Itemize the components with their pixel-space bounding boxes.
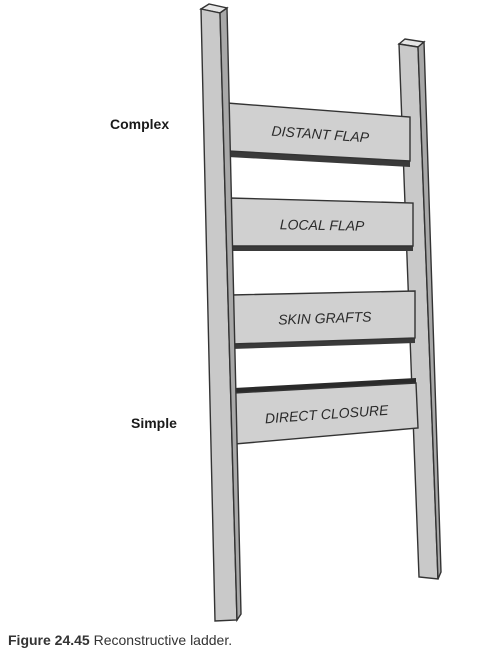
right-rail (397, 38, 442, 580)
rung-label-local-flap: LOCAL FLAP (280, 216, 365, 233)
simple-label: Simple (131, 415, 177, 431)
right-rail-edge (417, 40, 442, 580)
left-rail (199, 3, 242, 623)
figure-caption: Figure 24.45 Reconstructive ladder. (8, 632, 232, 648)
figure-number: Figure 24.45 (8, 632, 90, 648)
rung-label-skin-grafts: SKIN GRAFTS (278, 308, 373, 327)
rung-distant-flap: DISTANT FLAP (226, 102, 411, 167)
left-rail-edge (219, 6, 242, 623)
rung-label-distant-flap: DISTANT FLAP (271, 123, 370, 146)
complex-label: Complex (110, 116, 170, 132)
rung-local-flap: LOCAL FLAP (228, 197, 414, 251)
rung-direct-closure: DIRECT CLOSURE (233, 378, 419, 445)
figure-caption-text: Reconstructive ladder. (93, 632, 233, 648)
rung-skin-grafts: SKIN GRAFTS (230, 290, 416, 349)
